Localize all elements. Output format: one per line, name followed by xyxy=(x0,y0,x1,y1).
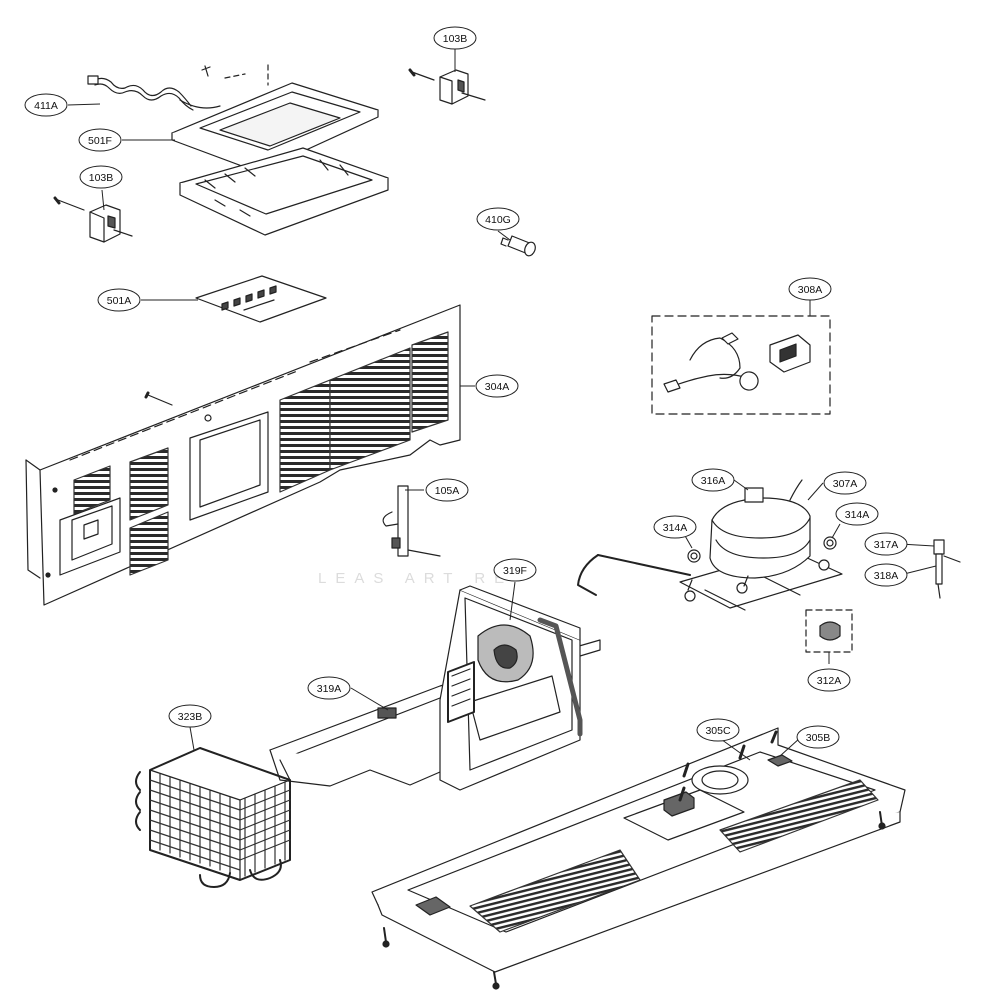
callout-323B: 323B xyxy=(168,704,212,728)
pcb-part xyxy=(195,275,327,323)
callout-103B-left: 103B xyxy=(79,165,123,189)
callout-label: 105A xyxy=(435,485,460,497)
callout-label: 323B xyxy=(178,711,203,723)
callout-105A: 105A xyxy=(425,478,469,502)
base-plate-part xyxy=(371,727,906,990)
callout-319F: 319F xyxy=(493,558,537,582)
callout-oval xyxy=(807,668,851,692)
lamp-part xyxy=(500,235,536,257)
callout-oval xyxy=(864,532,908,556)
callout-label: 319F xyxy=(503,565,527,577)
callout-label: 103B xyxy=(89,172,114,184)
control-box-part xyxy=(171,64,389,236)
callout-oval xyxy=(425,478,469,502)
callout-label: 304A xyxy=(485,381,510,393)
front-panel-part xyxy=(25,304,461,606)
valve-pin-part xyxy=(933,539,961,599)
callout-oval xyxy=(307,676,351,700)
watermark-text: LEAS ART RE xyxy=(318,570,513,587)
callout-label: 314A xyxy=(663,522,688,534)
callout-label: 318A xyxy=(874,570,899,582)
callout-oval xyxy=(97,288,141,312)
power-cord-part xyxy=(87,75,221,111)
callout-501A: 501A xyxy=(97,288,141,312)
callout-label: 314A xyxy=(845,509,870,521)
callout-oval xyxy=(835,502,879,526)
callout-305B: 305B xyxy=(796,725,840,749)
callout-410G: 410G xyxy=(476,207,520,231)
relay-harness-part xyxy=(651,315,831,415)
callout-label: 308A xyxy=(798,284,823,296)
callout-312A: 312A xyxy=(807,668,851,692)
callout-label: 312A xyxy=(817,675,842,687)
grommet-part xyxy=(805,609,853,653)
callout-oval xyxy=(78,128,122,152)
callout-oval xyxy=(691,468,735,492)
callout-label: 501A xyxy=(107,295,132,307)
compressor-part xyxy=(577,479,843,611)
callout-label: 305B xyxy=(806,732,831,744)
callout-label: 410G xyxy=(485,214,511,226)
callout-oval xyxy=(864,563,908,587)
callout-oval xyxy=(796,725,840,749)
callout-label: 305C xyxy=(705,725,731,737)
callout-316A: 316A xyxy=(691,468,735,492)
callout-oval xyxy=(475,374,519,398)
callout-411A: 411A xyxy=(24,93,68,117)
drain-tube-part xyxy=(382,485,441,557)
callout-319A: 319A xyxy=(307,676,351,700)
callout-label: 501F xyxy=(88,135,112,147)
callout-103B-top: 103B xyxy=(433,26,477,50)
bracket-part-left xyxy=(53,196,133,243)
callout-304A: 304A xyxy=(475,374,519,398)
condenser-coil-part xyxy=(135,747,291,888)
bracket-part-top xyxy=(408,68,486,105)
callout-317A: 317A xyxy=(864,532,908,556)
callout-label: 316A xyxy=(701,475,726,487)
fan-assembly-part xyxy=(269,585,601,791)
callout-label: 307A xyxy=(833,478,858,490)
callout-label: 103B xyxy=(443,33,468,45)
callout-305C: 305C xyxy=(696,718,740,742)
callout-501F: 501F xyxy=(78,128,122,152)
callout-318A: 318A xyxy=(864,563,908,587)
callout-oval xyxy=(79,165,123,189)
callout-oval xyxy=(823,471,867,495)
callout-oval xyxy=(168,704,212,728)
callout-oval xyxy=(476,207,520,231)
callout-oval xyxy=(24,93,68,117)
callout-oval xyxy=(433,26,477,50)
callout-307A: 307A xyxy=(823,471,867,495)
callout-314A-right: 314A xyxy=(835,502,879,526)
callout-labels: 411A 501F 103B 103B 410G 501A 304A 308A 316A 307A… xyxy=(24,26,908,749)
callout-label: 411A xyxy=(34,100,58,112)
callout-oval xyxy=(653,515,697,539)
callout-314A-left: 314A xyxy=(653,515,697,539)
callout-308A: 308A xyxy=(788,277,832,301)
callout-label: 317A xyxy=(874,539,899,551)
callout-oval xyxy=(696,718,740,742)
callout-label: 319A xyxy=(317,683,342,695)
callout-oval xyxy=(788,277,832,301)
callout-oval xyxy=(493,558,537,582)
